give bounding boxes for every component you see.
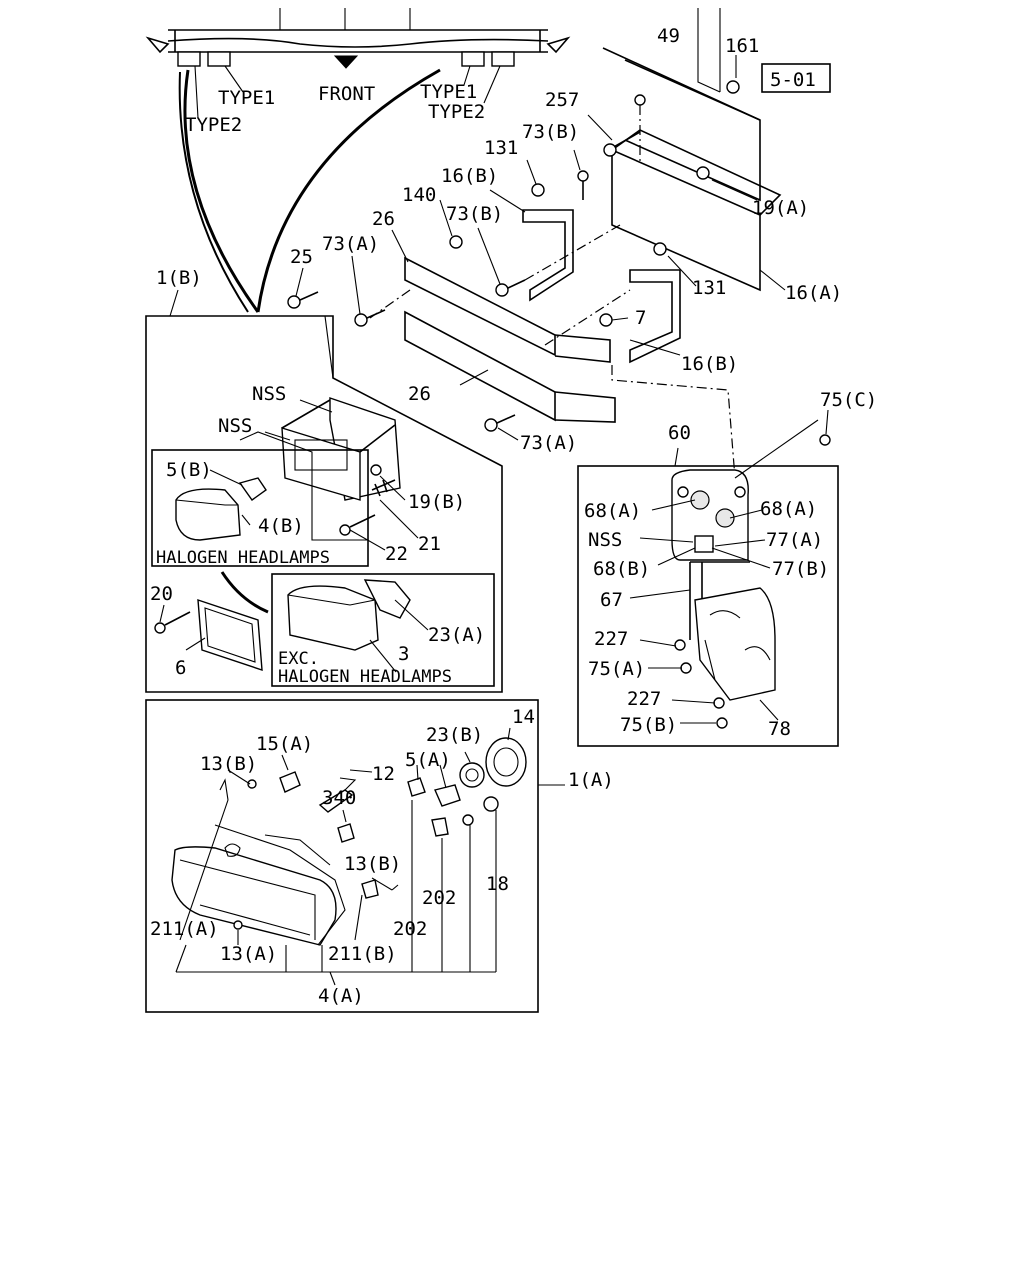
- box-1a: [145, 699, 565, 1013]
- callout-13b-top: 13(B): [200, 753, 257, 775]
- callout-73b-mid: 73(B): [446, 203, 503, 225]
- callout-16a: 16(A): [785, 282, 842, 304]
- label-ref-box: 5-01: [770, 69, 816, 91]
- bracket-assembly: [287, 8, 782, 479]
- callout-131-top: 131: [484, 137, 518, 159]
- callout-26-top: 26: [372, 208, 395, 230]
- callout-75a: 75(A): [588, 658, 645, 680]
- callout-73a-low: 73(A): [520, 432, 577, 454]
- callout-77b: 77(B): [772, 558, 829, 580]
- callout-26-low: 26: [408, 383, 431, 405]
- callout-5b: 5(B): [166, 459, 212, 481]
- label-exc-1: EXC.: [278, 649, 319, 669]
- callout-14: 14: [512, 706, 535, 728]
- callout-68a-left: 68(A): [584, 500, 641, 522]
- callout-67: 67: [600, 589, 623, 611]
- label-exc-2: HALOGEN HEADLAMPS: [278, 667, 452, 687]
- callout-75b: 75(B): [620, 714, 677, 736]
- callout-68b: 68(B): [593, 558, 650, 580]
- callout-23b: 23(B): [426, 724, 483, 746]
- callout-211a: 211(A): [150, 918, 219, 940]
- callout-4a: 4(A): [318, 985, 364, 1007]
- callout-60: 60: [668, 422, 691, 444]
- box-1b: [145, 289, 503, 693]
- callout-nss-1: NSS: [252, 383, 286, 405]
- callout-16b-top: 16(B): [441, 165, 498, 187]
- callout-140: 140: [402, 184, 436, 206]
- callout-131-mid: 131: [692, 277, 726, 299]
- callout-73a-top: 73(A): [322, 233, 379, 255]
- callout-12: 12: [372, 763, 395, 785]
- callout-19a: 19(A): [752, 197, 809, 219]
- callout-227-top: 227: [594, 628, 628, 650]
- label-type1-right: TYPE1: [420, 81, 477, 103]
- callout-23a: 23(A): [428, 624, 485, 646]
- callout-4b: 4(B): [258, 515, 304, 537]
- callout-73b-top: 73(B): [522, 121, 579, 143]
- leaders-upper: [295, 55, 786, 441]
- callout-13a: 13(A): [220, 943, 277, 965]
- callout-340: 340: [322, 787, 356, 809]
- label-front: FRONT: [318, 83, 375, 105]
- callout-19b: 19(B): [408, 491, 465, 513]
- callout-25: 25: [290, 246, 313, 268]
- callout-nss-3: NSS: [588, 529, 622, 551]
- label-type2-right: TYPE2: [428, 101, 485, 123]
- callout-161: 161: [725, 35, 759, 57]
- callout-5a: 5(A): [405, 749, 451, 771]
- ref-box: [761, 63, 831, 93]
- callout-13b-low: 13(B): [344, 853, 401, 875]
- callout-18: 18: [486, 873, 509, 895]
- callout-6: 6: [175, 657, 186, 679]
- callout-21: 21: [418, 533, 441, 555]
- callout-68a-right: 68(A): [760, 498, 817, 520]
- callout-1a: 1(A): [568, 769, 614, 791]
- label-type1-left: TYPE1: [218, 87, 275, 109]
- callout-257: 257: [545, 89, 579, 111]
- callout-211b: 211(B): [328, 943, 397, 965]
- callout-20: 20: [150, 583, 173, 605]
- callout-22: 22: [385, 543, 408, 565]
- text-labels: TYPE1 TYPE2 FRONT TYPE1 TYPE2 5-01 HALOG…: [150, 25, 877, 1007]
- callout-7: 7: [635, 307, 646, 329]
- box-60: [577, 409, 839, 747]
- callout-75c: 75(C): [820, 389, 877, 411]
- callout-49: 49: [657, 25, 680, 47]
- callout-77a: 77(A): [766, 529, 823, 551]
- callout-1b: 1(B): [156, 267, 202, 289]
- callout-16b-low: 16(B): [681, 353, 738, 375]
- label-halogen: HALOGEN HEADLAMPS: [156, 548, 330, 568]
- callout-3: 3: [398, 643, 409, 665]
- callout-202-low: 202: [422, 887, 456, 909]
- callout-15a: 15(A): [256, 733, 313, 755]
- callout-202-mid: 202: [393, 918, 427, 940]
- callout-78: 78: [768, 718, 791, 740]
- vehicle-front-view: [145, 8, 571, 313]
- label-type2-left: TYPE2: [185, 114, 242, 136]
- callout-227-low: 227: [627, 688, 661, 710]
- callout-nss-2: NSS: [218, 415, 252, 437]
